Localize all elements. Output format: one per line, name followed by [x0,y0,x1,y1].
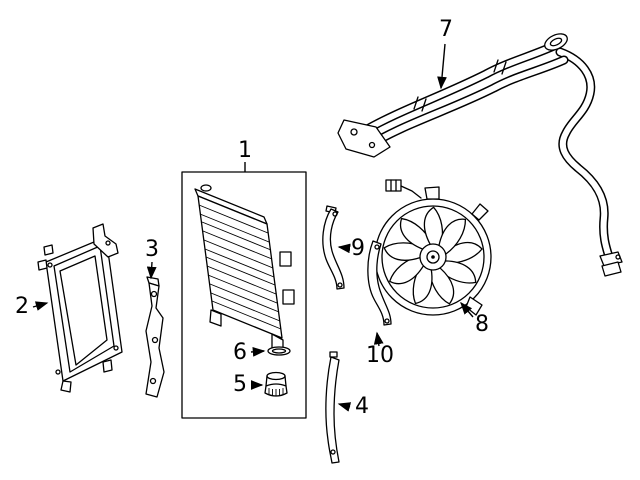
callout-label-3[interactable]: 3 [145,237,159,262]
callout-6: 6 [233,340,266,365]
callout-10: 10 [366,331,394,368]
callout-3: 3 [145,237,159,280]
part-cooling-fan [374,179,492,316]
part-coolant-hose-assembly [337,33,623,277]
part-side-seal-strip [325,351,340,464]
callout-2: 2 [15,294,49,319]
part-radiator-box [181,171,307,419]
callout-label-9[interactable]: 9 [351,236,365,261]
callout-4: 4 [337,394,369,419]
callout-label-10[interactable]: 10 [366,343,394,368]
callout-label-1[interactable]: 1 [238,138,252,163]
callout-label-2[interactable]: 2 [15,294,29,319]
callout-9: 9 [337,236,365,261]
part-mounting-bracket-left [145,276,165,398]
callout-label-5[interactable]: 5 [233,372,247,397]
callout-1: 1 [238,138,252,172]
callout-label-7[interactable]: 7 [439,17,453,42]
callout-label-6[interactable]: 6 [233,340,247,365]
part-radiator-cap [264,371,288,397]
part-auxiliary-radiator [37,223,123,393]
part-lower-bracket [367,240,392,326]
callout-8: 8 [460,301,489,337]
hose-top-fitting [544,33,568,51]
part-seal-ring [267,346,291,356]
callout-5: 5 [233,372,264,397]
part-upper-bracket [322,205,345,290]
callout-label-8[interactable]: 8 [475,312,489,337]
callout-7: 7 [437,17,453,90]
callout-label-4[interactable]: 4 [355,394,369,419]
part-radiator [194,184,295,353]
